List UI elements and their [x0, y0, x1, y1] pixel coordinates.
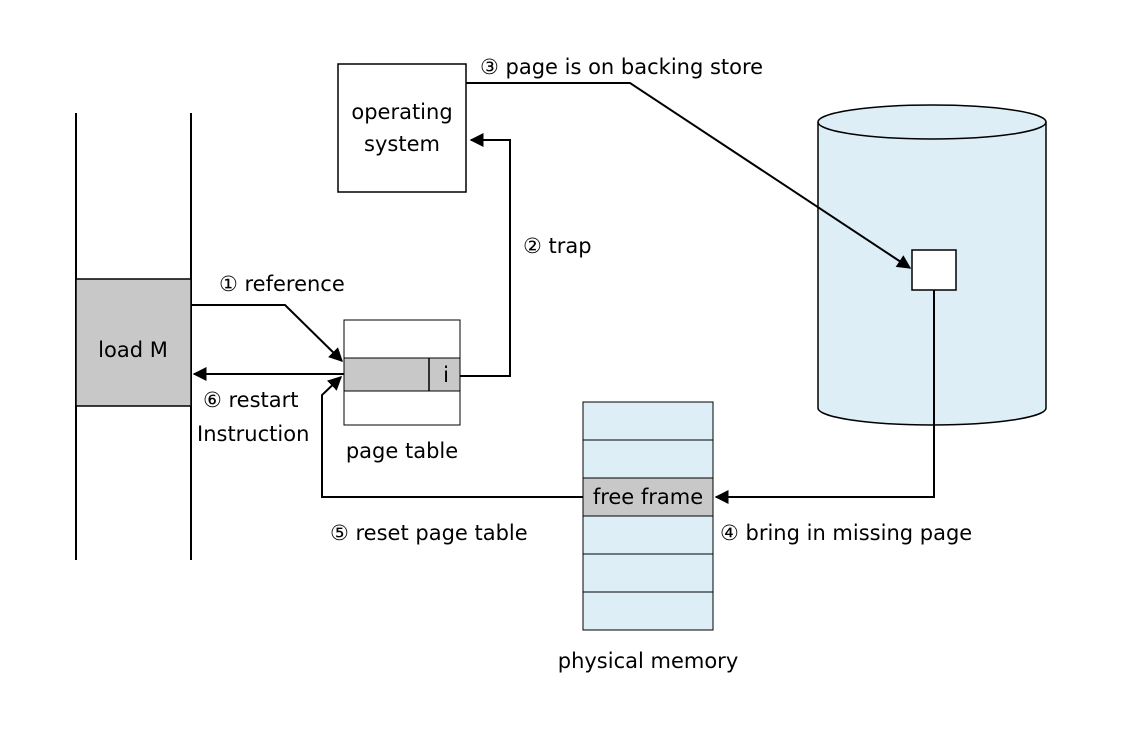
step-backing-store-label: ③ page is on backing store [480, 55, 763, 79]
operating-system-box: operating system [337, 63, 467, 193]
step-reset-label: ⑤ reset page table [330, 521, 528, 545]
step-reference-label: ① reference [219, 272, 345, 296]
load-instruction-box [75, 278, 192, 407]
page-table: i page table [343, 319, 461, 463]
page-table-caption: page table [346, 439, 458, 463]
backing-store-cylinder [817, 104, 1047, 426]
free-frame-label: free frame [593, 485, 703, 509]
backing-store-arrow [466, 82, 912, 269]
physical-memory-caption: physical memory [558, 649, 739, 673]
program-column: load M [75, 113, 192, 560]
reset-page-table-arrow [321, 376, 583, 498]
operating-system-rect [337, 63, 467, 193]
trap-arrow [460, 133, 511, 377]
physical-memory: free frame physical memory [558, 401, 739, 673]
step-bring-in-label: ④ bring in missing page [720, 521, 972, 545]
step-labels: ① reference ② trap ③ page is on backing … [197, 55, 972, 545]
cylinder-top [817, 104, 1047, 140]
invalid-bit-label: i [443, 363, 449, 387]
load-instruction-label: load M [98, 338, 168, 362]
operating-system-label-line2: system [364, 132, 440, 156]
reference-arrow [191, 304, 343, 362]
step-restart-label-line1: ⑥ restart [203, 388, 299, 412]
bring-in-page-arrow [714, 290, 935, 504]
arrows [191, 82, 935, 504]
step-trap-label: ② trap [523, 234, 592, 258]
step-restart-label-line2: Instruction [197, 422, 309, 446]
operating-system-label-line1: operating [351, 100, 452, 124]
missing-page-block [911, 249, 957, 291]
